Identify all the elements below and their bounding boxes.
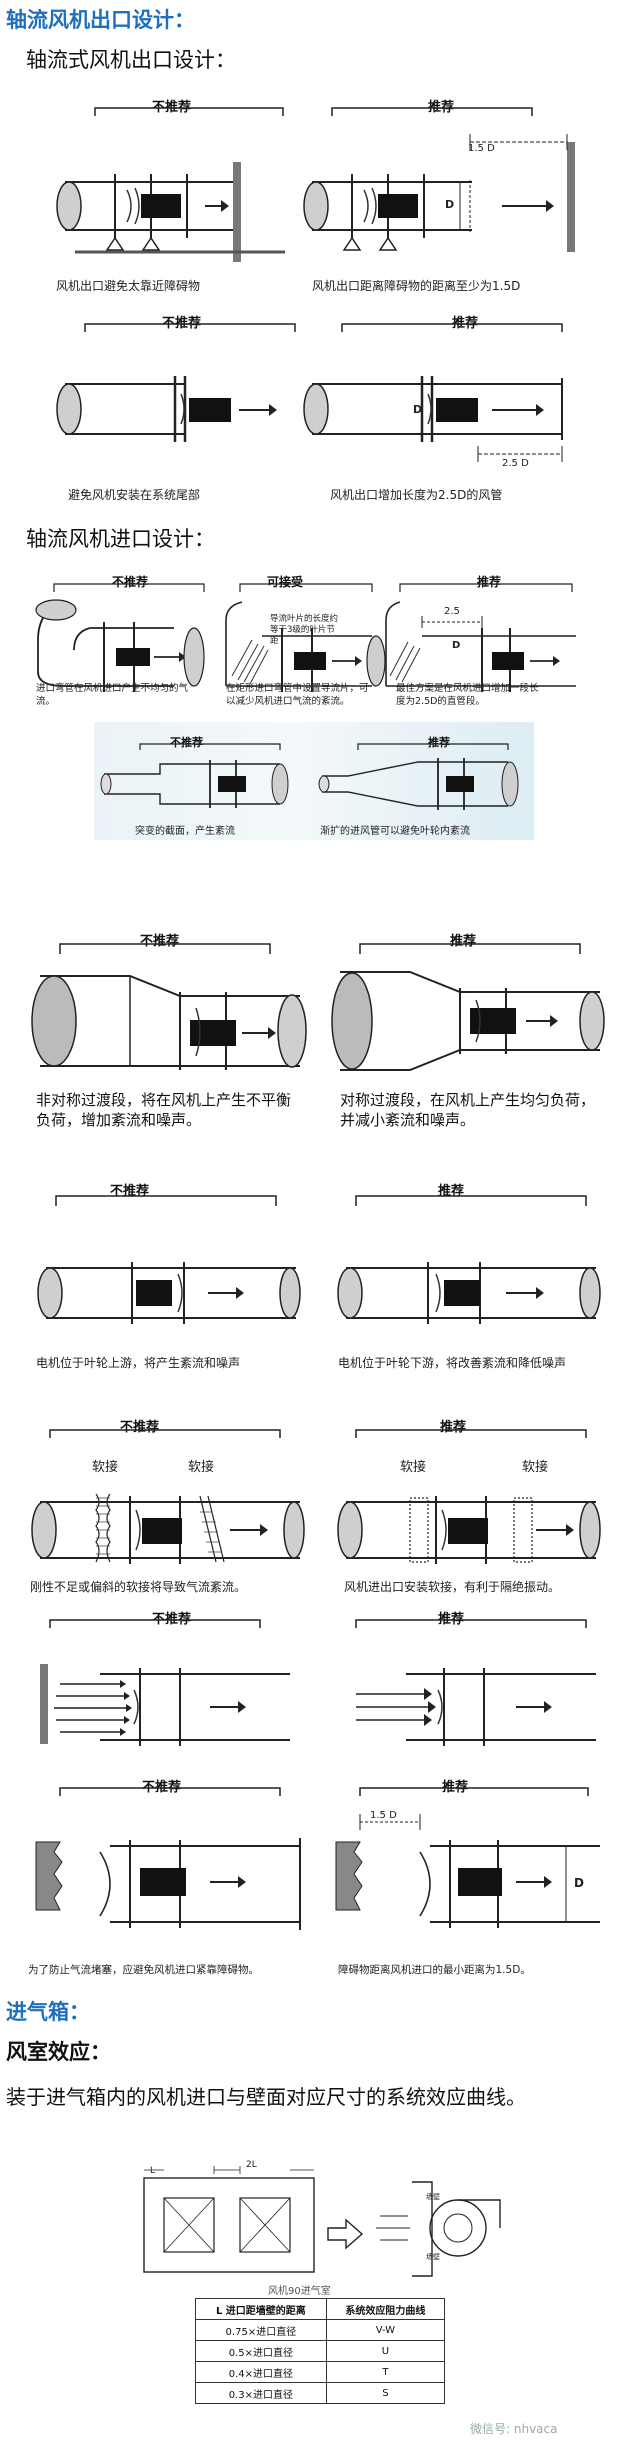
plenum-description: 装于进气箱内的风机进口与壁面对应尺寸的系统效应曲线。 xyxy=(6,2085,526,2109)
fan-outlet-heading: 轴流风机出口设计： xyxy=(6,8,195,32)
caption-o2-good: 风机出口增加长度为2.5D的风管 xyxy=(330,488,503,502)
dim-2-5d: 2.5 D xyxy=(502,458,529,469)
label-not-recommended: 不推荐 xyxy=(112,575,149,589)
soft-joint-label: 软接 xyxy=(400,1460,427,1475)
inlet-abrupt-bad-diagram xyxy=(100,743,289,808)
label-not-recommended: 不推荐 xyxy=(170,736,203,749)
axial-outlet-heading: 轴流式风机出口设计： xyxy=(26,48,236,72)
outlet-obstacle-good-diagram xyxy=(303,107,575,252)
caption-m-bad: 电机位于叶轮上游，将产生紊流和噪声 xyxy=(36,1356,241,1370)
caption-i1-good: 最佳方案是在风机进口增加一段长度为2.5D的直管段。 xyxy=(396,683,539,707)
table-header-cell: 系统效应阻力曲线 xyxy=(325,2298,446,2320)
inlet-clear-good-diagram xyxy=(355,1619,596,1746)
caption-t-good: 对称过渡段，在风机上产生均匀负荷，并减小紊流和噪声。 xyxy=(340,1091,596,1129)
label-not-recommended: 不推荐 xyxy=(120,1420,160,1435)
caption-t-bad: 非对称过渡段，将在风机上产生不平衡负荷，增加紊流和噪声。 xyxy=(36,1091,292,1129)
table-cell: 0.5×进口直径 xyxy=(195,2340,327,2362)
inlet-straight-good-diagram xyxy=(385,583,576,692)
soft-joint-label: 软接 xyxy=(522,1460,549,1475)
caption-i2-good: 渐扩的进风管可以避免叶轮内紊流 xyxy=(320,826,470,837)
dim-d: D xyxy=(445,198,455,211)
motor-upstream-bad-diagram xyxy=(37,1195,301,1324)
table-cell: T xyxy=(325,2361,446,2383)
table-header-cell: L 进口距墙壁的距离 xyxy=(195,2298,327,2320)
table-row: 0.4×进口直径 T xyxy=(195,2361,446,2383)
caption-m-good: 电机位于叶轮下游，将改善紊流和降低噪声 xyxy=(338,1356,567,1370)
plenum-diagram xyxy=(143,2166,501,2277)
inlet-wall-good-diagram xyxy=(335,1787,600,1928)
axial-inlet-heading: 轴流风机进口设计： xyxy=(26,523,215,553)
system-effect-table: L 进口距墙壁的距离 系统效应阻力曲线 0.75×进口直径 V-W 0.5×进口… xyxy=(195,2298,446,2404)
caption-o2-bad: 避免风机安装在系统尾部 xyxy=(68,488,201,502)
outlet-tail-bad-diagram xyxy=(56,323,296,442)
caption-i2-bad: 突变的截面，产生紊流 xyxy=(135,826,235,837)
table-row: 0.5×进口直径 U xyxy=(195,2340,446,2362)
table-cell: 0.75×进口直径 xyxy=(195,2319,327,2341)
table-header-row: L 进口距墙壁的距离 系统效应阻力曲线 xyxy=(195,2298,446,2320)
transition-asymmetric-bad-diagram xyxy=(31,943,307,1070)
dim-1-5d: 1.5 D xyxy=(468,143,495,154)
watermark: 微信号: nhvaca xyxy=(470,2422,558,2436)
label-recommended: 推荐 xyxy=(477,575,502,589)
dim-d: D xyxy=(413,403,423,416)
inlet-wall-bad-diagram xyxy=(35,1787,301,1930)
table-row: 0.75×进口直径 V-W xyxy=(195,2319,446,2341)
motor-downstream-good-diagram xyxy=(337,1195,601,1324)
label-not-recommended: 不推荐 xyxy=(140,934,180,949)
soft-joint-label: 软接 xyxy=(188,1460,215,1475)
soft-joint-good-diagram xyxy=(337,1429,601,1564)
inlet-elbow-bad-diagram xyxy=(35,583,205,692)
table-cell: 0.3×进口直径 xyxy=(195,2382,327,2404)
table-cell: V-W xyxy=(325,2319,446,2341)
table-cell: S xyxy=(325,2382,446,2404)
plenum-subtitle: 风机90进气室 xyxy=(268,2286,331,2297)
inlet-box-heading: 进气箱： xyxy=(6,2000,90,2024)
inlet-blocked-bad-diagram xyxy=(40,1619,290,1746)
inlet-gradual-good-diagram xyxy=(318,743,519,810)
soft-joint-bad-diagram xyxy=(31,1429,305,1564)
dim-d: D xyxy=(452,640,461,651)
caption-i1-bad: 进口弯管在风机进口产生不均匀的气流。 xyxy=(36,683,189,707)
dim-d: D xyxy=(574,1876,584,1890)
dim-1-5d-wall: 1.5 D xyxy=(370,1810,397,1821)
soft-joint-label: 软接 xyxy=(92,1460,119,1475)
label-recommended: 推荐 xyxy=(450,934,477,949)
outlet-duct-good-diagram xyxy=(303,323,563,462)
label-recommended: 推荐 xyxy=(440,1420,467,1435)
outlet-obstacle-bad-diagram xyxy=(56,107,285,262)
table-cell: 0.4×进口直径 xyxy=(195,2361,327,2383)
caption-o1-good: 风机出口距离障碍物的距离至少为1.5D xyxy=(312,279,521,293)
caption-w-good: 障碍物距离风机进口的最小距离为1.5D。 xyxy=(338,1964,531,1976)
transition-symmetric-good-diagram xyxy=(331,943,605,1071)
dim-2l: 2L xyxy=(246,2160,257,2170)
caption-s-bad: 刚性不足或偏斜的软接将导致气流紊流。 xyxy=(30,1580,247,1594)
wall-label: 墙壁 xyxy=(426,2253,440,2261)
table-cell: U xyxy=(325,2340,446,2362)
caption-s-good: 风机进出口安装软接，有利于隔绝振动。 xyxy=(344,1580,561,1594)
caption-w-bad: 为了防止气流堵塞，应避免风机进口紧靠障碍物。 xyxy=(28,1964,259,1976)
dim-2-5: 2.5 xyxy=(444,606,460,617)
table-row: 0.3×进口直径 S xyxy=(195,2382,446,2404)
plenum-heading: 风室效应： xyxy=(6,2040,111,2064)
caption-o1-bad: 风机出口避免太靠近障碍物 xyxy=(56,279,201,293)
inlet-elbow-vanes-diagram xyxy=(225,583,386,692)
label-recommended: 推荐 xyxy=(428,736,450,749)
caption-i1-ok: 在矩形进口弯管中设置导流片，可以减少风机进口气流的紊流。 xyxy=(226,683,369,707)
wall-label: 墙壁 xyxy=(426,2193,440,2201)
label-acceptable: 可接受 xyxy=(267,575,304,589)
dim-l: L xyxy=(150,2166,156,2176)
vane-note: 导流叶片的长度约等于3级的叶片节距 xyxy=(270,614,339,646)
